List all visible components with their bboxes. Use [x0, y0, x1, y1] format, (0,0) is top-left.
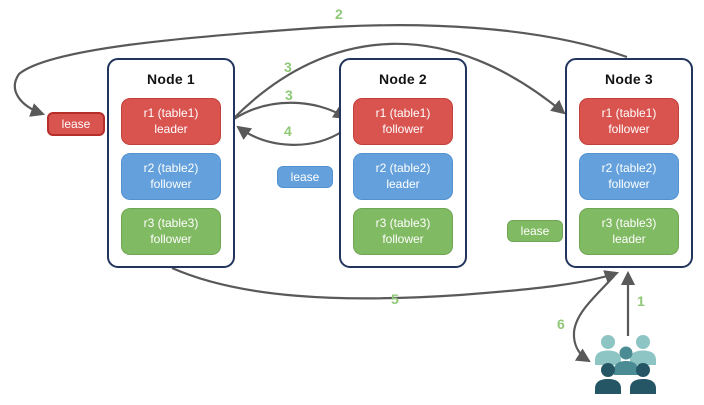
replica-r1-table1: r1 (table1) follower — [579, 98, 679, 145]
node-title: Node 3 — [605, 71, 653, 87]
replica-r1-table1: r1 (table1) leader — [121, 98, 221, 145]
replica-label: r3 (table3) — [601, 215, 657, 230]
node-title: Node 2 — [379, 71, 427, 87]
replica-role: leader — [386, 176, 420, 191]
replica-role: leader — [612, 231, 646, 246]
lease-badge-green: lease — [507, 220, 563, 242]
user-icon — [595, 363, 621, 394]
step-label-5: 5 — [391, 291, 399, 307]
arrow-step-3-to-node2 — [233, 101, 348, 120]
replica-role: follower — [608, 176, 650, 191]
lease-badge-blue: lease — [277, 166, 333, 188]
node-title: Node 1 — [147, 71, 195, 87]
user-icon — [630, 363, 656, 394]
lease-badge-red: lease — [47, 112, 105, 136]
step-label-2: 2 — [335, 6, 343, 22]
replica-label: r2 (table2) — [601, 160, 657, 175]
replica-r2-table2: r2 (table2) follower — [121, 153, 221, 200]
replica-role: follower — [382, 231, 424, 246]
replica-r2-table2: r2 (table2) leader — [353, 153, 453, 200]
replica-r1-table1: r1 (table1) follower — [353, 98, 453, 145]
replica-role: follower — [382, 121, 424, 136]
step-label-3b: 3 — [285, 87, 293, 103]
user-icon — [614, 346, 638, 375]
replica-r3-table3: r3 (table3) follower — [121, 208, 221, 255]
step-label-3a: 3 — [284, 59, 292, 75]
replica-r3-table3: r3 (table3) leader — [579, 208, 679, 255]
replica-role: follower — [150, 231, 192, 246]
replica-label: r3 (table3) — [143, 215, 199, 230]
step-label-6: 6 — [557, 316, 565, 332]
replica-role: leader — [154, 121, 188, 136]
replica-label: r2 (table2) — [375, 160, 431, 175]
step-label-4: 4 — [284, 123, 292, 139]
node-3: Node 3 r1 (table1) follower r2 (table2) … — [565, 58, 693, 268]
replica-label: r1 (table1) — [375, 105, 431, 120]
node-1: Node 1 r1 (table1) leader r2 (table2) fo… — [107, 58, 235, 268]
replica-role: follower — [608, 121, 650, 136]
step-label-1: 1 — [637, 293, 645, 309]
replica-label: r3 (table3) — [375, 215, 431, 230]
user-icon — [595, 335, 621, 365]
replica-label: r2 (table2) — [143, 160, 199, 175]
replica-role: follower — [150, 176, 192, 191]
users-group-icon — [595, 335, 656, 394]
replica-label: r1 (table1) — [601, 105, 657, 120]
arrow-step-6-to-users — [572, 275, 615, 363]
node-2: Node 2 r1 (table1) follower r2 (table2) … — [339, 58, 467, 268]
replica-r2-table2: r2 (table2) follower — [579, 153, 679, 200]
user-icon — [630, 335, 656, 365]
replica-label: r1 (table1) — [143, 105, 199, 120]
replica-r3-table3: r3 (table3) follower — [353, 208, 453, 255]
